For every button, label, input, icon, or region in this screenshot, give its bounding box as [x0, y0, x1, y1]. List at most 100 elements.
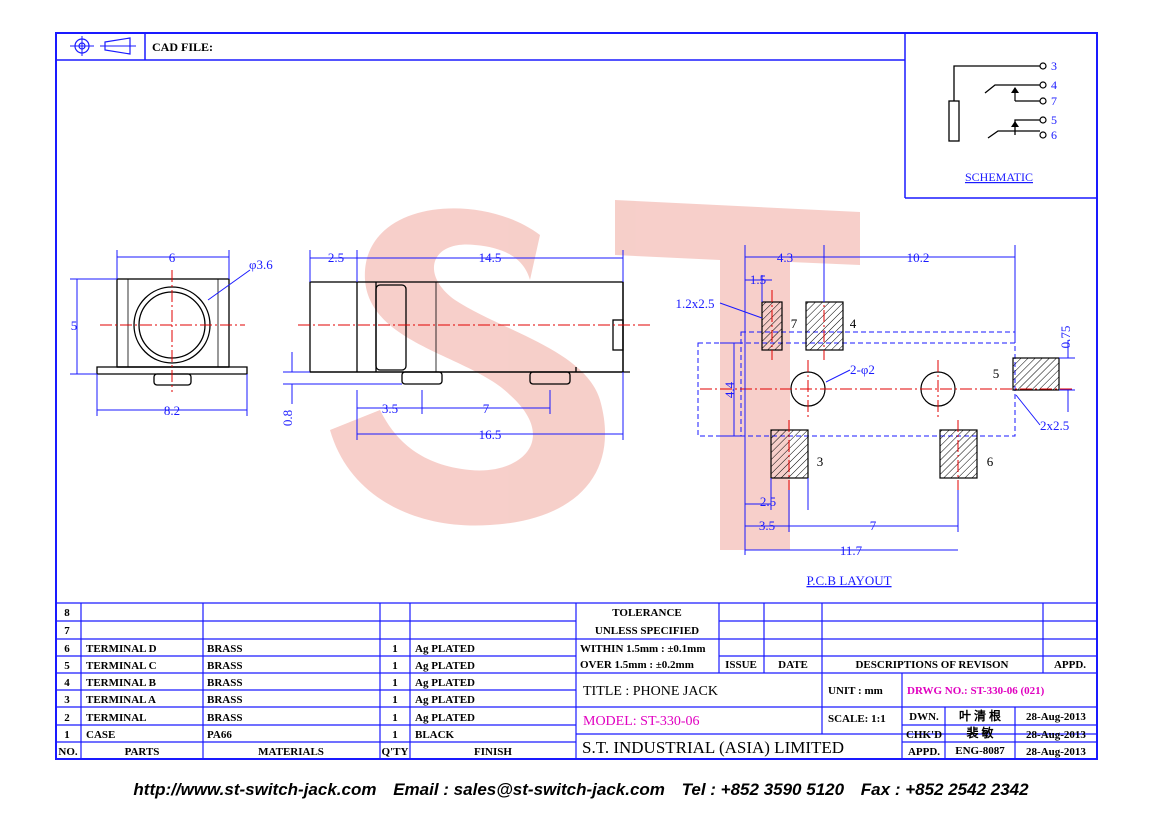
- svg-text:CASE: CASE: [86, 729, 115, 741]
- svg-text:DWN.: DWN.: [909, 711, 939, 723]
- model-number: MODEL: ST-330-06: [583, 714, 700, 729]
- dim-front-diameter: φ3.6: [249, 257, 273, 272]
- dim-side-2-5: 2.5: [328, 250, 344, 265]
- pcb-pin-4: 4: [850, 316, 857, 331]
- table-row: 1 CASE PA66 1 BLACK: [64, 729, 454, 741]
- title-block-text: TITLE : PHONE JACK UNIT : mm DRWG NO.: S…: [582, 684, 1086, 758]
- projection-symbol-icon: [70, 36, 136, 56]
- svg-text:1: 1: [392, 694, 398, 706]
- drawing-title: TITLE : PHONE JACK: [583, 684, 718, 699]
- schematic-pin-5: 5: [1051, 113, 1057, 127]
- svg-text:Ag PLATED: Ag PLATED: [415, 694, 475, 706]
- front-view-centerlines: [100, 270, 245, 392]
- parts-table: 8 7 6 TERMINAL D BRASS 1 Ag PLATED 5 TER…: [58, 607, 512, 758]
- dim-pcb-2x2-5: 2x2.5: [1040, 418, 1069, 433]
- email-link[interactable]: Email : sales@st-switch-jack.com: [393, 780, 665, 799]
- table-row: 7: [64, 625, 70, 637]
- dim-side-0-8: 0.8: [280, 410, 295, 426]
- fax: Fax : +852 2542 2342: [860, 780, 1029, 799]
- dim-pcb-2-phi2: 2-φ2: [850, 362, 875, 377]
- svg-text:OVER 1.5mm : ±0.2mm: OVER 1.5mm : ±0.2mm: [580, 659, 694, 671]
- svg-text:6: 6: [64, 643, 70, 655]
- svg-text:DATE: DATE: [778, 659, 808, 671]
- dim-pcb-4-3: 4.3: [777, 250, 793, 265]
- svg-text:BRASS: BRASS: [207, 712, 242, 724]
- cad-file-label: CAD FILE:: [152, 40, 213, 54]
- dim-front-5: 5: [71, 318, 78, 333]
- svg-text:8: 8: [64, 607, 70, 619]
- svg-text:1: 1: [392, 660, 398, 672]
- dim-pcb-1-5: 1.5: [750, 272, 766, 287]
- svg-text:UNLESS SPECIFIED: UNLESS SPECIFIED: [595, 625, 699, 637]
- pcb-pin-7: 7: [791, 316, 798, 331]
- svg-text:APPD.: APPD.: [1054, 659, 1086, 671]
- st-watermark-logo: [330, 200, 860, 550]
- scale-label: SCALE: 1:1: [828, 713, 886, 725]
- dim-pcb-7: 7: [870, 518, 877, 533]
- front-view-dimensions: [70, 250, 251, 416]
- company-name: S.T. INDUSTRIAL (ASIA) LIMITED: [582, 738, 844, 757]
- dim-pcb-2-5: 2.5: [760, 494, 776, 509]
- header-strip: CAD FILE:: [56, 33, 905, 61]
- svg-text:PA66: PA66: [207, 729, 232, 741]
- table-row: 8: [64, 607, 70, 619]
- pcb-layout-title: P.C.B LAYOUT: [806, 573, 891, 588]
- svg-text:5: 5: [64, 660, 70, 672]
- svg-text:1: 1: [392, 677, 398, 689]
- table-row: 3 TERMINAL A BRASS 1 Ag PLATED: [64, 694, 475, 706]
- svg-text:TOLERANCE: TOLERANCE: [612, 607, 681, 619]
- dim-pcb-4-4: 4.4: [722, 381, 737, 398]
- svg-text:ENG-8087: ENG-8087: [955, 745, 1005, 757]
- dim-side-7: 7: [483, 401, 490, 416]
- svg-text:2: 2: [64, 712, 70, 724]
- drawing-number: DRWG NO.: ST-330-06 (021): [907, 685, 1045, 697]
- telephone: Tel : +852 3590 5120: [681, 780, 845, 799]
- table-header-row: NO. PARTS MATERIALS Q'TY FINISH: [58, 746, 512, 758]
- svg-text:1: 1: [64, 729, 70, 741]
- table-row: 2 TERMINAL BRASS 1 Ag PLATED: [64, 712, 475, 724]
- svg-text:BRASS: BRASS: [207, 677, 242, 689]
- svg-text:Ag PLATED: Ag PLATED: [415, 660, 475, 672]
- svg-text:DESCRIPTIONS OF REVISON: DESCRIPTIONS OF REVISON: [855, 659, 1008, 671]
- svg-text:28-Aug-2013: 28-Aug-2013: [1026, 746, 1086, 758]
- svg-text:Ag PLATED: Ag PLATED: [415, 712, 475, 724]
- svg-text:TERMINAL: TERMINAL: [86, 712, 147, 724]
- svg-text:Ag PLATED: Ag PLATED: [415, 643, 475, 655]
- svg-text:MATERIALS: MATERIALS: [258, 746, 324, 758]
- svg-text:4: 4: [64, 677, 70, 689]
- svg-text:WITHIN 1.5mm : ±0.1mm: WITHIN 1.5mm : ±0.1mm: [580, 643, 706, 655]
- svg-text:NO.: NO.: [58, 746, 78, 758]
- table-row: 5 TERMINAL C BRASS 1 Ag PLATED: [64, 660, 475, 672]
- website-link[interactable]: http://www.st-switch-jack.com: [133, 780, 377, 799]
- schematic-pin-4: 4: [1051, 78, 1057, 92]
- schematic: 3 4 7 5 6 SCHEMATIC: [904, 33, 1097, 199]
- contact-footer: http://www.st-switch-jack.com Email : sa…: [0, 780, 1162, 800]
- unit-label: UNIT : mm: [828, 685, 883, 697]
- svg-text:BRASS: BRASS: [207, 643, 242, 655]
- dim-side-16-5: 16.5: [479, 427, 502, 442]
- revision-header: ISSUE DATE DESCRIPTIONS OF REVISON APPD.: [725, 659, 1086, 671]
- svg-text:TERMINAL A: TERMINAL A: [86, 694, 156, 706]
- dim-pcb-11-7: 11.7: [840, 543, 863, 558]
- svg-text:叶 清 根: 叶 清 根: [959, 708, 1001, 723]
- svg-text:TERMINAL B: TERMINAL B: [86, 677, 157, 689]
- svg-text:Ag PLATED: Ag PLATED: [415, 677, 475, 689]
- svg-text:Q'TY: Q'TY: [382, 746, 409, 758]
- svg-text:1: 1: [392, 712, 398, 724]
- schematic-pin-6: 6: [1051, 128, 1057, 142]
- title-block-grid: [56, 602, 1097, 759]
- schematic-title: SCHEMATIC: [965, 170, 1033, 184]
- side-view: [309, 281, 630, 385]
- pcb-pin-6: 6: [987, 454, 994, 469]
- dim-pcb-0-75: 0.75: [1058, 326, 1073, 349]
- svg-text:1: 1: [392, 643, 398, 655]
- svg-text:CHK'D: CHK'D: [906, 729, 942, 741]
- svg-text:BRASS: BRASS: [207, 694, 242, 706]
- dim-side-3-5: 3.5: [382, 401, 398, 416]
- svg-text:28-Aug-2013: 28-Aug-2013: [1026, 711, 1086, 723]
- svg-text:TERMINAL C: TERMINAL C: [86, 660, 157, 672]
- svg-text:3: 3: [64, 694, 70, 706]
- pcb-pin-3: 3: [817, 454, 824, 469]
- svg-text:28-Aug-2013: 28-Aug-2013: [1026, 729, 1086, 741]
- schematic-pin-3: 3: [1051, 59, 1057, 73]
